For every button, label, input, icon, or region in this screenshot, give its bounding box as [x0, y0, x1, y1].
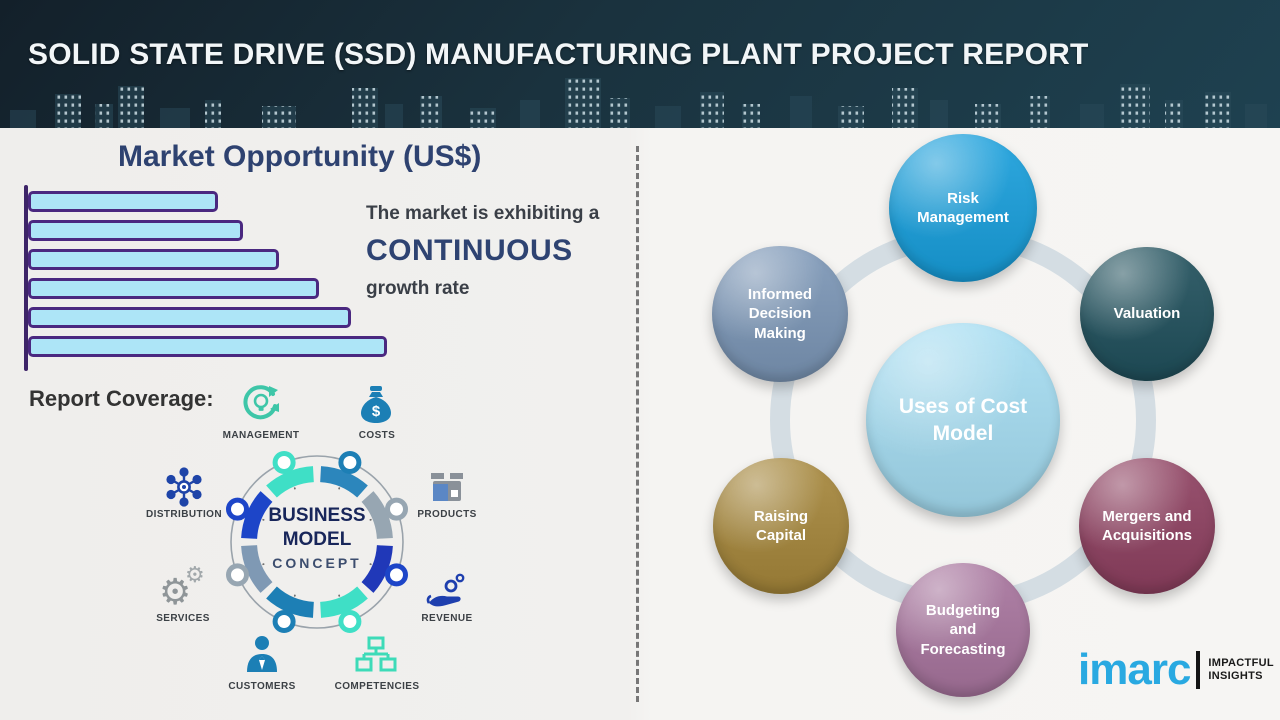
center-circle-label: Uses of Cost Model — [898, 394, 1028, 445]
circle-raising-capital: Raising Capital — [713, 458, 849, 594]
circle-label: Risk Management — [917, 189, 1009, 227]
management-label: MANAGEMENT — [222, 430, 300, 441]
business-model-ring — [226, 451, 408, 633]
market-bar — [28, 307, 352, 328]
market-bar — [28, 249, 280, 270]
market-bar — [28, 191, 219, 212]
services-label: SERVICES — [156, 613, 210, 624]
ring-segment-left-upper — [241, 491, 273, 540]
market-opportunity-bar-chart — [28, 191, 387, 365]
costs-label: COSTS — [358, 430, 396, 441]
dashed-divider — [636, 146, 639, 702]
svg-text:$: $ — [372, 403, 381, 420]
logo-tagline-line1: IMPACTFUL — [1208, 656, 1274, 669]
gear-icon: ⚙ — [159, 571, 192, 612]
circle-mergers-acquisitions: Mergers and Acquisitions — [1079, 458, 1215, 594]
city-skyline-graphic — [10, 78, 1267, 128]
distribution-icon — [162, 465, 206, 509]
ring-node — [272, 451, 296, 474]
ring-node — [272, 610, 296, 633]
circle-uses-of-cost-model: Uses of Cost Model — [866, 323, 1060, 517]
market-bar — [28, 336, 387, 357]
ring-node — [226, 497, 249, 521]
customers-label: CUSTOMERS — [228, 681, 296, 692]
report-coverage-heading: Report Coverage: — [29, 386, 214, 411]
distribution-label: DISTRIBUTION — [146, 509, 222, 520]
business-model-word3: CONCEPT — [272, 554, 362, 571]
circle-valuation: Valuation — [1080, 247, 1214, 381]
circle-budgeting-forecasting: Budgeting and Forecasting — [896, 563, 1030, 697]
revenue-icon — [425, 570, 469, 614]
ring-node — [385, 497, 408, 521]
circle-label: Informed Decision Making — [747, 285, 813, 342]
circle-label: Mergers and Acquisitions — [1101, 507, 1192, 545]
ring-segment-bottom-right — [319, 586, 368, 618]
circle-risk-management: Risk Management — [889, 134, 1037, 282]
ring-segment-right-lower — [361, 544, 393, 593]
ring-node — [338, 610, 362, 633]
growth-statement: The market is exhibiting a CONTINUOUS gr… — [366, 203, 636, 300]
products-icon — [425, 465, 469, 509]
customers-icon — [240, 632, 284, 676]
business-model-word1: BUSINESS — [268, 505, 366, 526]
ring-node — [338, 451, 362, 474]
products-label: PRODUCTS — [417, 509, 477, 520]
ring-segment-left-lower — [241, 544, 273, 593]
logo-tagline: IMPACTFUL INSIGHTS — [1208, 657, 1273, 683]
revenue-label: REVENUE — [421, 613, 473, 624]
ring-segment-top-right — [319, 466, 368, 498]
imarc-logo: imarc IMPACTFUL INSIGHTS — [1078, 645, 1274, 694]
header-banner: SOLID STATE DRIVE (SSD) MANUFACTURING PL… — [0, 0, 1280, 128]
growth-statement-line1: The market is exhibiting a — [366, 203, 600, 224]
logo-divider-bar — [1196, 650, 1201, 689]
market-bar — [28, 278, 319, 299]
market-bar — [28, 220, 244, 241]
page-title: SOLID STATE DRIVE (SSD) MANUFACTURING PL… — [28, 38, 1089, 71]
circle-label: Raising Capital — [753, 507, 809, 545]
business-model-center-label: BUSINESS MODEL CONCEPT — [257, 504, 377, 571]
ring-node — [226, 563, 249, 587]
gear-icon: ⚙ — [185, 562, 205, 587]
competencies-label: COMPETENCIES — [334, 681, 420, 692]
management-icon — [239, 381, 283, 425]
imarc-brand-text: imarc — [1078, 645, 1191, 694]
competencies-icon — [354, 634, 398, 678]
services-icon: ⚙ ⚙ — [159, 564, 205, 612]
costs-icon: $ — [354, 383, 398, 427]
ring-segment-right-upper — [361, 491, 393, 540]
bar-chart-axis — [24, 185, 28, 371]
business-model-word2: MODEL — [282, 528, 352, 550]
market-opportunity-title: Market Opportunity (US$) — [118, 140, 482, 173]
ring-segment-top-left — [266, 466, 315, 498]
logo-tagline-line2: INSIGHTS — [1208, 669, 1263, 682]
circle-label: Budgeting and Forecasting — [920, 601, 1006, 658]
ring-segment-bottom-left — [266, 586, 315, 618]
growth-statement-emphasis: CONTINUOUS — [366, 234, 573, 267]
ring-node — [385, 563, 408, 587]
growth-statement-line2: growth rate — [366, 278, 470, 299]
circle-informed-decision-making: Informed Decision Making — [712, 246, 848, 382]
circle-label: Valuation — [1113, 305, 1181, 323]
